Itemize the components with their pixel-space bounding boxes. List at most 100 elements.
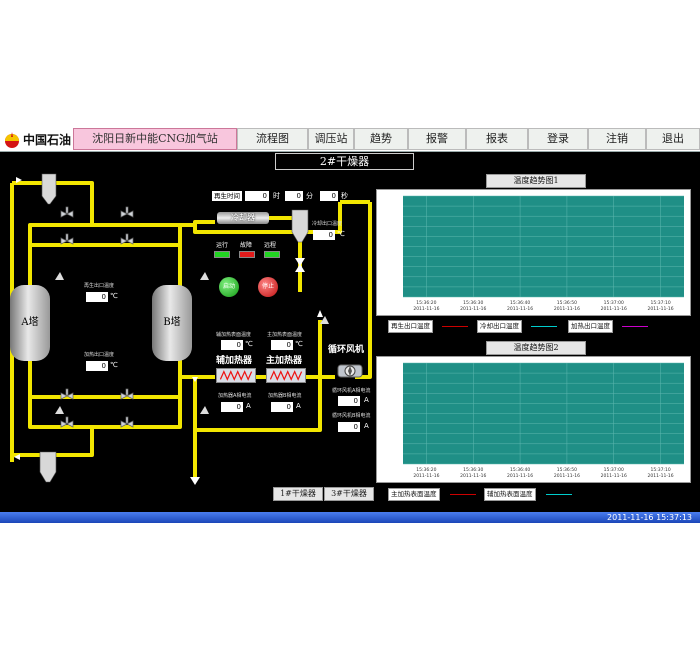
heat-outlet-temp-unit: ℃ [110, 361, 118, 369]
chart1-legend-1-swatch [531, 326, 557, 327]
regen-minutes-value: 0 [285, 191, 303, 201]
run-indicator [214, 251, 230, 258]
chart-tick-label: 15:36:20 [416, 300, 436, 306]
fan-label: 循环风机 [328, 345, 365, 355]
main-surface-temp-value: 0 [271, 340, 293, 350]
chart-tick-label: 15:37:00 [604, 467, 624, 473]
aux-surface-temp-value: 0 [221, 340, 243, 350]
tower-b[interactable]: B塔 [152, 285, 192, 361]
cooler[interactable]: 冷却器 [217, 212, 269, 224]
aux-current-unit: A [246, 402, 251, 410]
chart1-plot: 15:36:202011-11-1615:36:302011-11-1615:3… [403, 195, 684, 312]
regen-hours-unit: 时 [273, 192, 280, 200]
chart-tick-label: 15:36:30 [463, 300, 483, 306]
chart1-title: 温度趋势图1 [486, 174, 586, 188]
chart-tick-label: 15:36:50 [557, 300, 577, 306]
nav-trend[interactable]: 趋势 [354, 128, 408, 150]
chart1-legend-0-swatch [442, 326, 468, 327]
run-label: 运行 [216, 242, 229, 249]
chart-tick-label: 15:36:30 [463, 467, 483, 473]
chart-tick-label: 15:37:00 [604, 300, 624, 306]
chart-tick-label: 15:37:10 [650, 300, 670, 306]
fan-a-current-value: 0 [338, 396, 360, 406]
fault-label: 故障 [240, 242, 253, 249]
nav-report[interactable]: 报表 [466, 128, 528, 150]
nav-alarm[interactable]: 报警 [408, 128, 466, 150]
main-current-value: 0 [271, 402, 293, 412]
aux-surface-temp-label: 辅加热表面温度 [216, 332, 252, 338]
heat-outlet-temp-label: 加热出口温度 [84, 352, 115, 358]
fan-b-current-label: 循环风机B相电流 [332, 413, 371, 419]
cooler-outlet-temp-unit: ℃ [337, 230, 345, 238]
chart1-legend-2: 加热出口温度 [568, 320, 613, 333]
chart-date-label: 2011-11-16 [601, 473, 627, 479]
nav-logout[interactable]: 注销 [588, 128, 646, 150]
stop-button[interactable]: 停止 [258, 277, 278, 297]
main-heater-label: 主加热器 [266, 356, 303, 366]
nav-pressure-station[interactable]: 调压站 [308, 128, 354, 150]
chart-date-label: 2011-11-16 [648, 306, 674, 312]
chart-date-label: 2011-11-16 [413, 306, 439, 312]
tab-dryer-3[interactable]: 3#干燥器 [324, 487, 374, 501]
fault-indicator [239, 251, 255, 258]
cooler-outlet-temp-value: 0 [313, 230, 335, 240]
regen-minutes-unit: 分 [306, 192, 313, 200]
chart2-legend-0-swatch [450, 494, 476, 495]
regen-outlet-temp-unit: ℃ [110, 292, 118, 300]
chart1-legend-0: 再生出口温度 [388, 320, 433, 333]
nav-flowchart[interactable]: 流程图 [237, 128, 308, 150]
main-surface-temp-unit: ℃ [295, 340, 303, 348]
fan-a-current-unit: A [364, 396, 369, 404]
chart-date-label: 2011-11-16 [601, 306, 627, 312]
main-surface-temp-label: 主加热表面温度 [267, 332, 303, 338]
chart2-legend-1: 辅加热表面温度 [484, 488, 536, 501]
regen-outlet-temp-value: 0 [86, 292, 108, 302]
chart2-legend-1-swatch [546, 494, 572, 495]
chart-tick-label: 15:36:40 [510, 300, 530, 306]
chart-date-label: 2011-11-16 [648, 473, 674, 479]
chart1-legend-2-swatch [622, 326, 648, 327]
chart-tick-label: 15:36:40 [510, 467, 530, 473]
chart-date-label: 2011-11-16 [460, 306, 486, 312]
petrochina-logo-icon [5, 132, 19, 148]
chart1-legend-1: 冷却出口温度 [477, 320, 522, 333]
chart-date-label: 2011-11-16 [554, 473, 580, 479]
chart-date-label: 2011-11-16 [413, 473, 439, 479]
chart-date-label: 2011-11-16 [460, 473, 486, 479]
regen-seconds-unit: 秒 [341, 192, 348, 200]
main-heater-coil-icon[interactable] [266, 368, 306, 383]
station-name: 沈阳日新中能CNG加气站 [73, 128, 237, 150]
main-current-unit: A [296, 402, 301, 410]
chart-date-label: 2011-11-16 [507, 473, 533, 479]
aux-heater-label: 辅加热器 [216, 356, 253, 366]
regen-seconds-value: 0 [320, 191, 338, 201]
aux-current-value: 0 [221, 402, 243, 412]
remote-label: 远程 [264, 242, 277, 249]
chart2-plot: 15:36:202011-11-1615:36:302011-11-1615:3… [403, 362, 684, 479]
cooler-outlet-temp-label: 冷却出口温度 [312, 221, 343, 227]
aux-current-label: 加热器A相电流 [218, 393, 252, 399]
nav-exit[interactable]: 退出 [646, 128, 700, 150]
aux-surface-temp-unit: ℃ [245, 340, 253, 348]
regen-hours-value: 0 [245, 191, 269, 201]
chart-date-label: 2011-11-16 [507, 306, 533, 312]
regen-outlet-temp-label: 再生出口温度 [84, 283, 115, 289]
aux-heater-coil-icon[interactable] [216, 368, 256, 383]
status-datetime: 2011-11-16 15:37:13 [607, 513, 692, 522]
chart2-legend-0: 主加热表面温度 [388, 488, 440, 501]
remote-indicator [264, 251, 280, 258]
page-title: 2#干燥器 [275, 153, 414, 170]
nav-login[interactable]: 登录 [528, 128, 588, 150]
start-button[interactable]: 启动 [219, 277, 239, 297]
chart-date-label: 2011-11-16 [554, 306, 580, 312]
tab-dryer-1[interactable]: 1#干燥器 [273, 487, 323, 501]
company-name: 中国石油 [23, 133, 72, 147]
fan-b-current-unit: A [364, 422, 369, 430]
fan-a-current-label: 循环风机A相电流 [332, 388, 371, 394]
chart-tick-label: 15:37:10 [650, 467, 670, 473]
tower-a[interactable]: A塔 [10, 285, 50, 361]
circulation-fan-icon[interactable] [336, 362, 364, 380]
regen-time-label: 再生时间 [212, 191, 242, 201]
